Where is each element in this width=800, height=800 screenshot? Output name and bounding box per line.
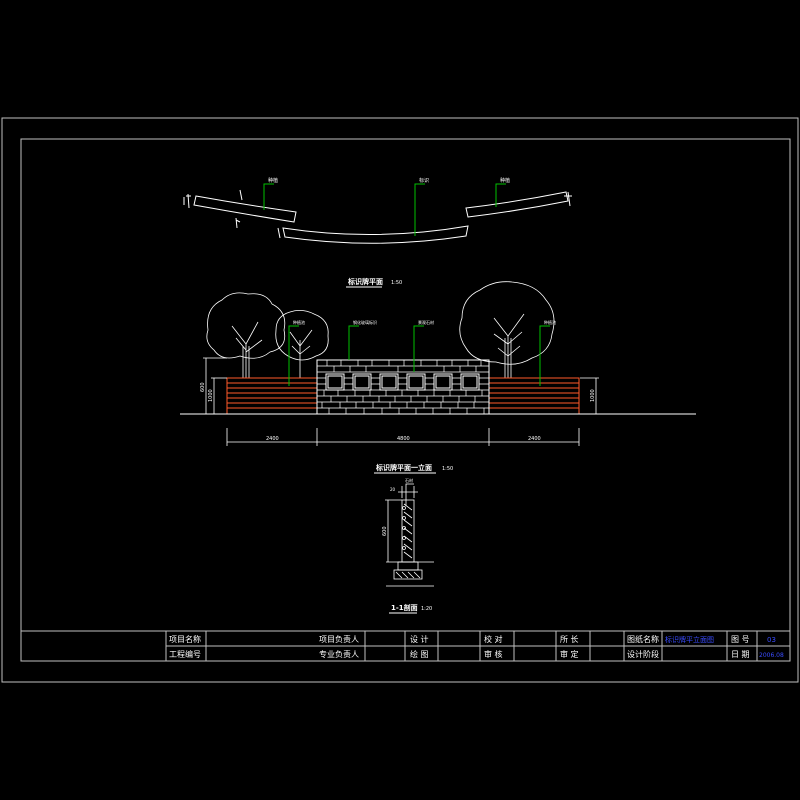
- tb-project-no-label: 工程编号: [169, 649, 201, 659]
- tb-drafting-label: 绘 图: [410, 649, 429, 659]
- tb-date-value: 2006.08: [759, 652, 784, 659]
- elev-dim-center: 4800: [397, 436, 410, 442]
- section-view: [385, 486, 434, 587]
- elev-callout-1: 种植池: [293, 319, 305, 325]
- elev-dim-left: 2400: [266, 436, 279, 442]
- section-callout: 石材: [405, 477, 413, 483]
- plan-callouts: [263, 183, 506, 236]
- elevation-callouts: [288, 325, 550, 386]
- tree-right: [459, 281, 555, 378]
- elev-height-1000-right: 1000: [590, 389, 596, 402]
- inner-frame: [20, 138, 791, 662]
- section-dim-top: 20: [390, 487, 396, 492]
- tb-review-label: 审 核: [484, 649, 503, 659]
- elevation-width-dims: [226, 428, 580, 446]
- plan-view-scale: 1:50: [391, 280, 402, 286]
- tb-drawing-name-value: 标识牌平立面图: [665, 635, 714, 644]
- planter-left: [226, 377, 318, 415]
- elev-height-1000-left: 1000: [208, 389, 214, 402]
- sign-panels: [325, 373, 480, 391]
- tb-drawing-no-label: 图 号: [731, 635, 750, 644]
- elev-callout-2: 钢化玻璃标识: [353, 319, 377, 325]
- elevation-view-scale: 1:50: [442, 466, 453, 472]
- tb-drawing-name-label: 图纸名称: [627, 634, 659, 644]
- tb-design-stage-label: 设计阶段: [627, 649, 659, 659]
- tb-date-label: 日 期: [731, 650, 750, 659]
- plan-view-title: 标识牌平面: [347, 277, 383, 286]
- plan-callout-3: 种植: [500, 177, 510, 184]
- tree-left-large: [206, 292, 286, 378]
- outer-frame: [1, 117, 799, 683]
- plan-callout-1: 种植: [268, 177, 278, 184]
- elev-height-600: 600: [200, 382, 206, 392]
- plan-callout-2: 标识: [419, 177, 429, 184]
- elev-callout-3: 景观石材: [418, 319, 434, 325]
- tb-design-label: 设 计: [410, 634, 429, 644]
- planter-right: [488, 377, 580, 415]
- elev-dim-right: 2400: [528, 436, 541, 442]
- tb-drawing-no-value: 03: [767, 636, 776, 644]
- section-callout-leader: [405, 483, 414, 506]
- elev-callout-4: 种植池: [544, 319, 556, 325]
- tb-project-manager-label: 项目负责人: [319, 634, 359, 644]
- plan-view: [183, 189, 572, 244]
- title-block: [20, 630, 791, 662]
- section-dim-side: 600: [382, 526, 388, 536]
- tb-approve-label: 审 定: [560, 649, 579, 659]
- elevation-view-title: 标识牌平面一立面: [375, 463, 432, 472]
- tree-left-small: [275, 310, 329, 378]
- elevation-height-dims: [203, 357, 599, 414]
- tb-check-label: 校 对: [484, 634, 503, 644]
- tb-director-label: 所 长: [560, 634, 579, 644]
- section-view-title: 1-1剖面: [391, 603, 418, 612]
- tb-discipline-manager-label: 专业负责人: [319, 649, 359, 659]
- section-view-scale: 1:20: [421, 606, 432, 612]
- tb-project-name-label: 项目名称: [169, 634, 201, 644]
